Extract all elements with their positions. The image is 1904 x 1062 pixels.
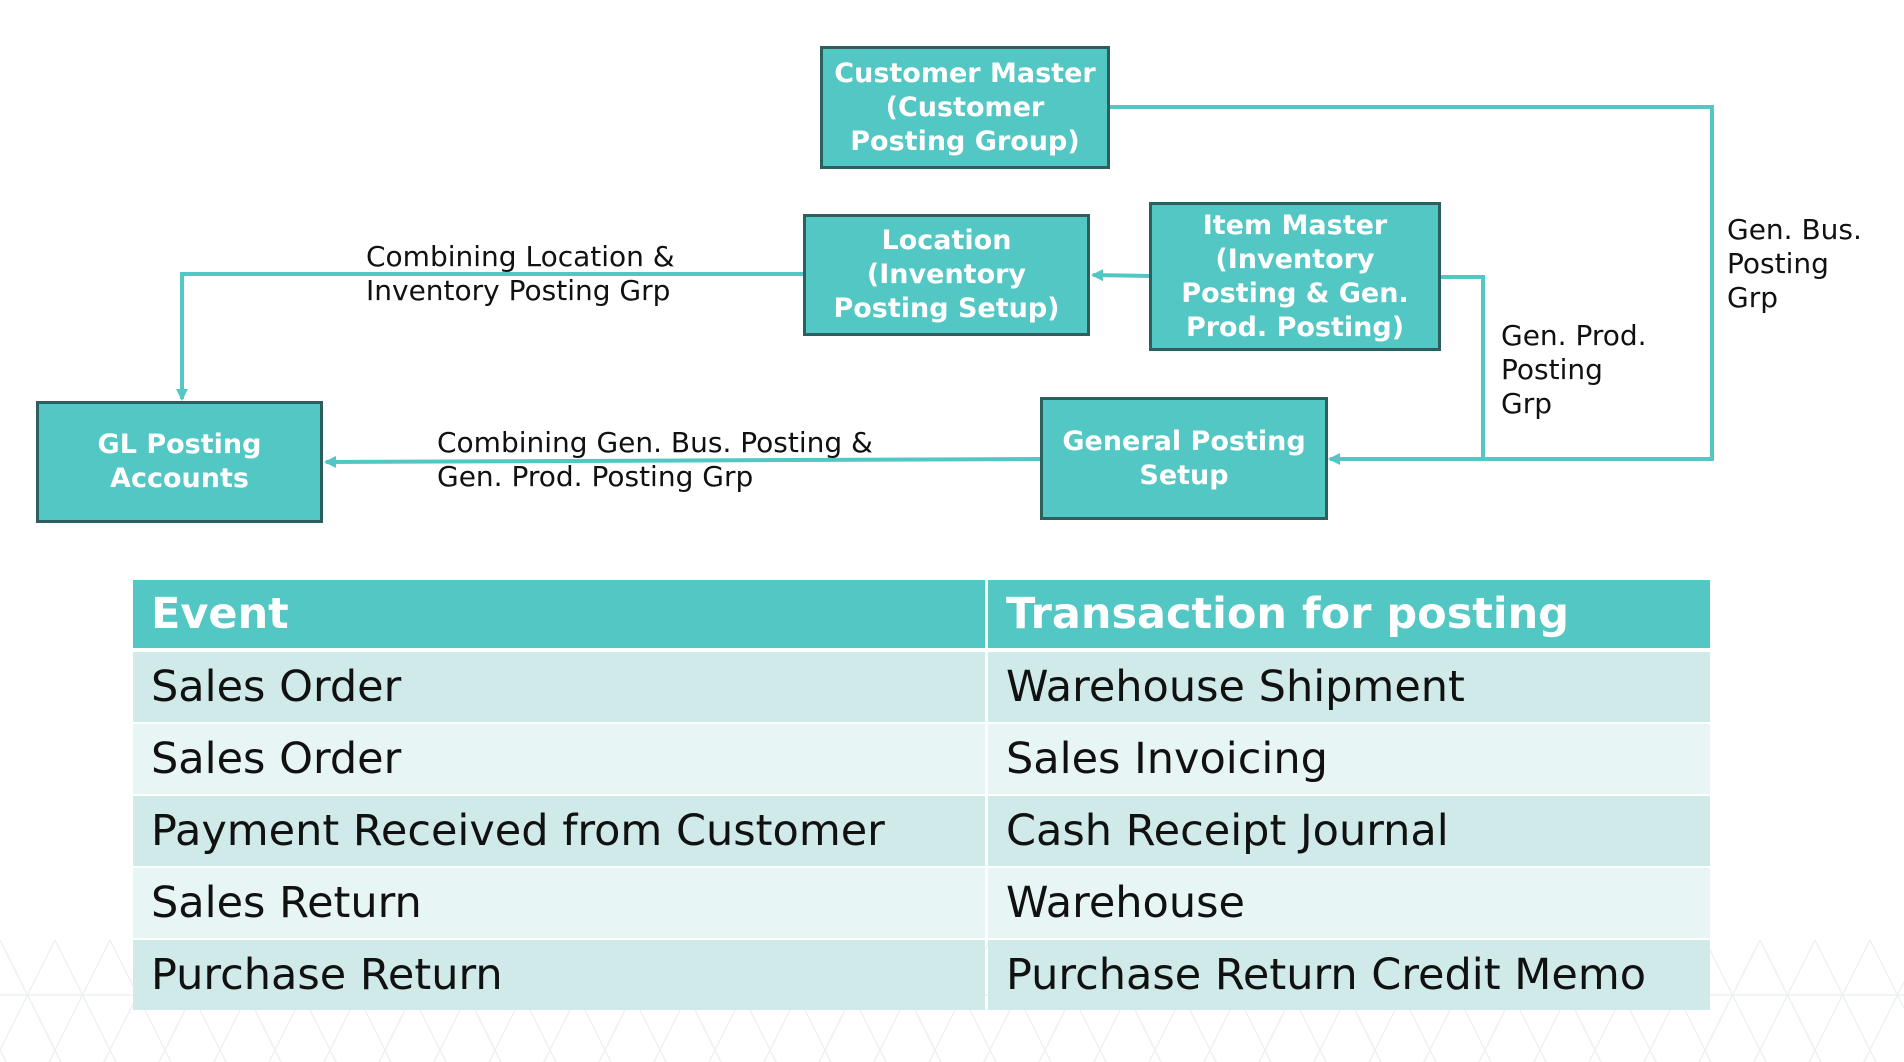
node-location-label: Location (Inventory Posting Setup) (833, 225, 1060, 324)
connector-customer-to-general (1109, 105, 1714, 465)
table-cell-event: Sales Order (133, 652, 985, 722)
edge-label-location-to-gl: Combining Location & Inventory Posting G… (366, 240, 675, 307)
node-general-posting-setup: General Posting Setup (1040, 397, 1328, 520)
table-row: Sales Return Warehouse (133, 868, 1710, 938)
edge-label-customer-to-general: Gen. Bus. Posting Grp (1727, 213, 1862, 314)
node-item-master: Item Master (Inventory Posting & Gen. Pr… (1149, 202, 1441, 351)
node-customer-master-label: Customer Master (Customer Posting Group) (834, 57, 1096, 157)
connector-general-to-gl (324, 455, 1041, 468)
table-row: Sales Order Sales Invoicing (133, 724, 1710, 794)
connector-location-to-gl (176, 272, 803, 401)
table-header-row: Event Transaction for posting (133, 580, 1710, 648)
node-item-master-label: Item Master (Inventory Posting & Gen. Pr… (1181, 209, 1409, 343)
table-cell-event: Payment Received from Customer (133, 796, 985, 866)
table-cell-event: Sales Return (133, 868, 985, 938)
table-cell-transaction: Purchase Return Credit Memo (988, 940, 1710, 1010)
table-cell-transaction: Cash Receipt Journal (988, 796, 1710, 866)
table-cell-transaction: Warehouse Shipment (988, 652, 1710, 722)
table-cell-transaction: Warehouse (988, 868, 1710, 938)
table-cell-event: Sales Order (133, 724, 985, 794)
table-row: Payment Received from Customer Cash Rece… (133, 796, 1710, 866)
edge-label-item-to-general: Gen. Prod. Posting Grp (1501, 319, 1647, 420)
node-location: Location (Inventory Posting Setup) (803, 214, 1090, 336)
node-customer-master: Customer Master (Customer Posting Group) (820, 46, 1110, 169)
table-row: Sales Order Warehouse Shipment (133, 652, 1710, 722)
table-cell-event: Purchase Return (133, 940, 985, 1010)
node-gl-posting-accounts: GL Posting Accounts (36, 401, 323, 523)
posting-table: Event Transaction for posting Sales Orde… (133, 580, 1710, 1012)
node-gl-posting-accounts-label: GL Posting Accounts (97, 429, 262, 494)
table-row: Purchase Return Purchase Return Credit M… (133, 940, 1710, 1010)
edge-label-general-to-gl: Combining Gen. Bus. Posting & Gen. Prod.… (437, 426, 873, 493)
connector-item-to-general (1440, 275, 1485, 459)
table-header-event: Event (133, 580, 985, 648)
connector-item-to-location (1091, 269, 1150, 282)
table-header-transaction: Transaction for posting (988, 580, 1710, 648)
table-cell-transaction: Sales Invoicing (988, 724, 1710, 794)
node-general-posting-setup-label: General Posting Setup (1062, 425, 1306, 491)
